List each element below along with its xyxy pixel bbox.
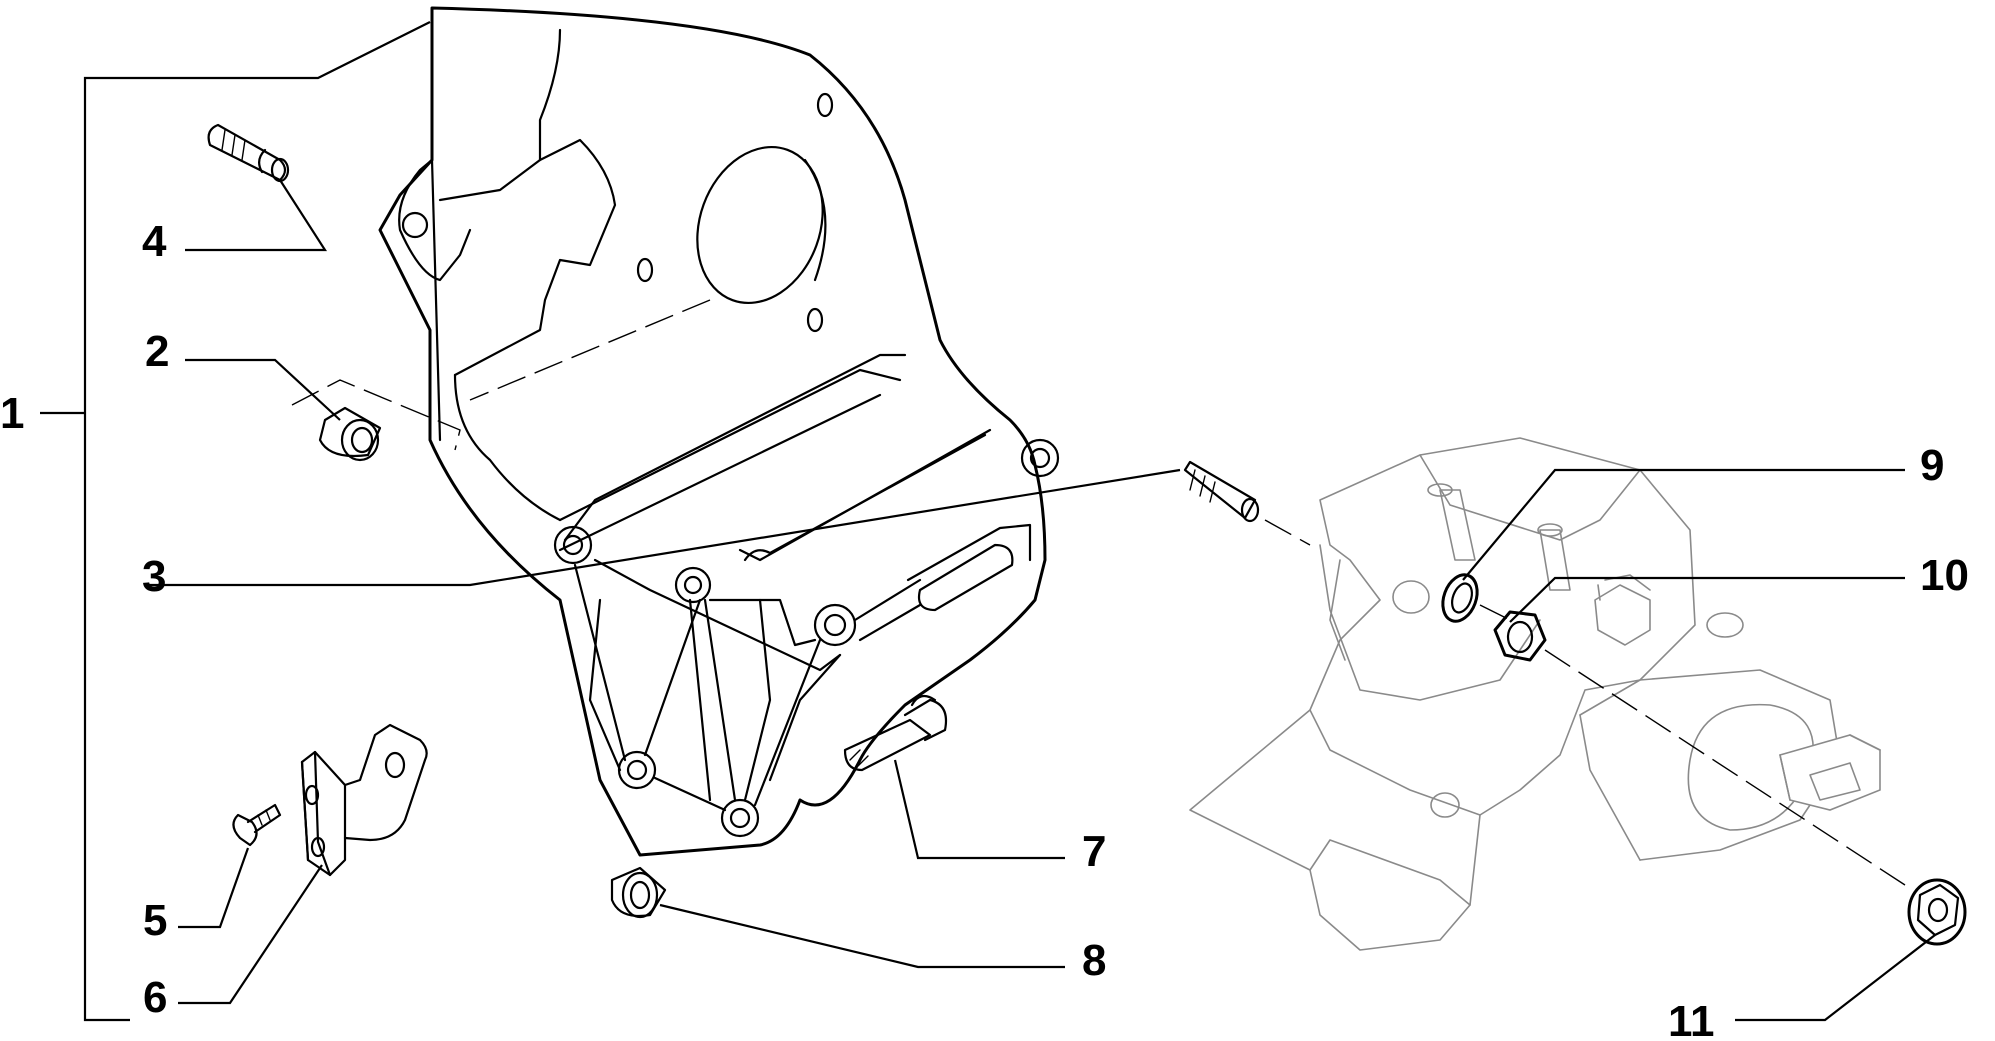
flange-nut-part-11 (1907, 878, 1967, 946)
callout-11: 11 (1668, 997, 1715, 1041)
callout-6: 6 (143, 973, 167, 1022)
callout-3: 3 (142, 552, 166, 601)
washer-part-9 (1441, 573, 1511, 623)
bush-part-8 (610, 866, 667, 919)
injection-pump-context (1189, 437, 1881, 951)
bush-part-2 (291, 379, 461, 462)
stud-part-4 (207, 123, 290, 183)
callout-9: 9 (1920, 441, 1944, 490)
callout-8: 8 (1082, 936, 1106, 985)
callout-10: 10 (1920, 551, 1969, 600)
callout-labels: 1 2 3 4 5 6 7 8 9 10 11 (0, 217, 1969, 1041)
screw-part-5 (232, 803, 282, 847)
support-bracket (378, 6, 1060, 857)
nut-part-10 (1493, 610, 1906, 886)
plate-part-6 (300, 723, 428, 877)
callout-4: 4 (142, 217, 167, 266)
bolt-part-7 (843, 694, 948, 772)
stud-part-3 (1183, 460, 1311, 546)
leader-lines (40, 21, 1936, 1022)
callout-7: 7 (1082, 827, 1106, 876)
callout-1: 1 (0, 389, 24, 438)
callout-2: 2 (145, 327, 169, 376)
callout-5: 5 (143, 896, 167, 945)
